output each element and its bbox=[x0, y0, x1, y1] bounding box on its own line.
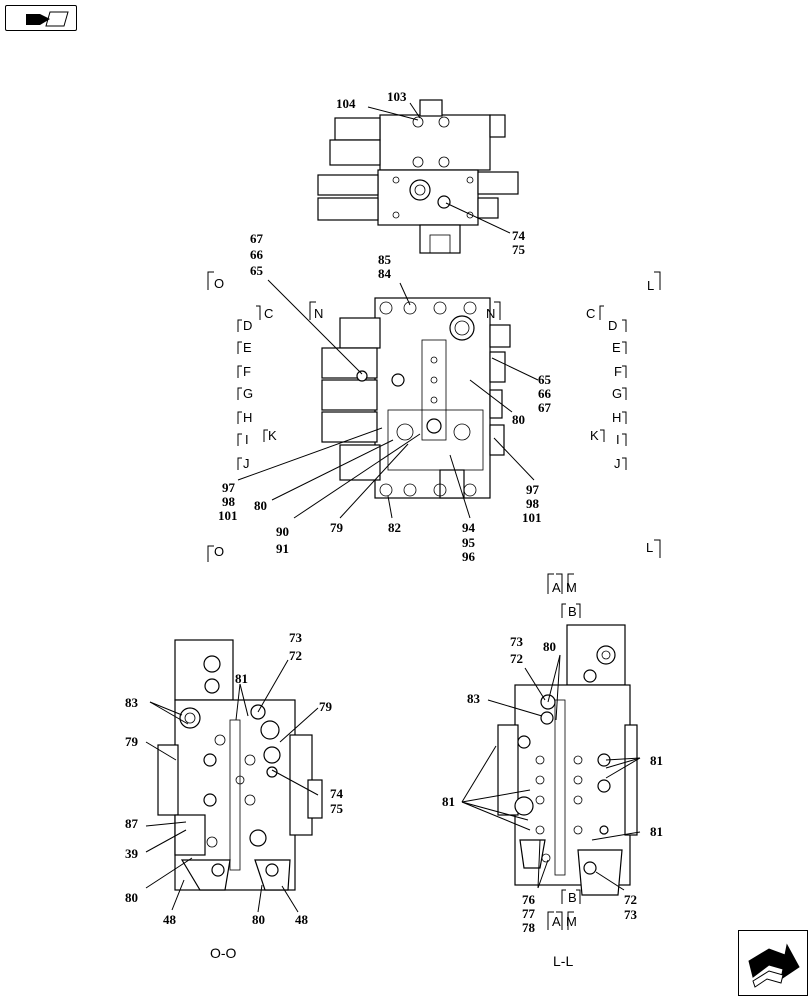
section-mark: F bbox=[243, 364, 251, 379]
part-label: 78 bbox=[522, 920, 536, 935]
section-mark: K bbox=[268, 428, 277, 443]
part-label: 82 bbox=[388, 520, 401, 535]
part-label: 85 bbox=[378, 252, 392, 267]
part-label: 75 bbox=[330, 801, 344, 816]
section-mark: I bbox=[616, 432, 620, 447]
book-arrow-icon bbox=[26, 11, 69, 27]
view-oo bbox=[145, 639, 323, 913]
part-label: 95 bbox=[462, 535, 476, 550]
part-label: 65 bbox=[250, 263, 264, 278]
view-ll bbox=[461, 624, 641, 896]
part-label: 80 bbox=[125, 890, 138, 905]
part-label: 81 bbox=[650, 824, 663, 839]
part-label: 65 bbox=[538, 372, 552, 387]
part-label: 101 bbox=[218, 508, 238, 523]
bent-arrow-icon bbox=[748, 943, 800, 988]
section-mark: K bbox=[590, 428, 599, 443]
top-view bbox=[317, 99, 519, 254]
part-label: 80 bbox=[543, 639, 556, 654]
part-label: 80 bbox=[512, 412, 525, 427]
part-label: 97 bbox=[526, 482, 540, 497]
middle-view bbox=[237, 279, 539, 519]
part-label: 77 bbox=[522, 906, 536, 921]
part-label: 80 bbox=[252, 912, 265, 927]
section-mark: J bbox=[243, 456, 250, 471]
part-label: 79 bbox=[125, 734, 139, 749]
section-marks bbox=[547, 573, 581, 930]
section-mark: M bbox=[566, 580, 577, 595]
section-mark: N bbox=[314, 306, 323, 321]
part-label: 66 bbox=[250, 247, 264, 262]
part-label: 67 bbox=[538, 400, 552, 415]
section-mark: C bbox=[586, 306, 595, 321]
part-label: 67 bbox=[250, 231, 264, 246]
part-label: 81 bbox=[650, 753, 663, 768]
part-label: 79 bbox=[319, 699, 333, 714]
part-label: 84 bbox=[378, 266, 392, 281]
part-label: 90 bbox=[276, 524, 289, 539]
part-label: 76 bbox=[522, 892, 536, 907]
part-label: 72 bbox=[289, 648, 302, 663]
section-mark: L bbox=[647, 278, 654, 293]
part-label: 66 bbox=[538, 386, 552, 401]
part-label: 101 bbox=[522, 510, 542, 525]
part-label: 74 bbox=[512, 228, 526, 243]
section-mark: G bbox=[612, 386, 622, 401]
section-mark: J bbox=[614, 456, 621, 471]
section-mark: H bbox=[612, 410, 621, 425]
part-label: 72 bbox=[624, 892, 637, 907]
part-label: 72 bbox=[510, 651, 523, 666]
section-mark: A bbox=[552, 914, 561, 929]
section-mark: D bbox=[608, 318, 617, 333]
view-title: O-O bbox=[210, 945, 237, 961]
section-mark: I bbox=[245, 432, 249, 447]
part-label: 98 bbox=[526, 496, 540, 511]
part-label: 87 bbox=[125, 816, 139, 831]
part-label: 75 bbox=[512, 242, 526, 257]
section-mark: F bbox=[614, 364, 622, 379]
section-mark: B bbox=[568, 890, 577, 905]
section-mark: D bbox=[243, 318, 252, 333]
part-label: 103 bbox=[387, 89, 407, 104]
part-label: 48 bbox=[163, 912, 177, 927]
part-label: 98 bbox=[222, 494, 236, 509]
part-label: 80 bbox=[254, 498, 267, 513]
part-label: 96 bbox=[462, 549, 476, 564]
part-label: 81 bbox=[442, 794, 455, 809]
part-label: 81 bbox=[235, 671, 248, 686]
part-label: 83 bbox=[467, 691, 481, 706]
section-mark: A bbox=[552, 580, 561, 595]
section-mark: O bbox=[214, 544, 224, 559]
part-label: 73 bbox=[624, 907, 638, 922]
part-label: 73 bbox=[289, 630, 303, 645]
part-label: 48 bbox=[295, 912, 309, 927]
section-mark: E bbox=[612, 340, 621, 355]
section-mark: H bbox=[243, 410, 252, 425]
section-mark: M bbox=[566, 914, 577, 929]
view-title: L-L bbox=[553, 953, 573, 969]
nav-next-button[interactable] bbox=[738, 930, 808, 996]
nav-back-button[interactable] bbox=[5, 5, 77, 31]
section-mark: N bbox=[486, 306, 495, 321]
section-mark: E bbox=[243, 340, 252, 355]
part-label: 83 bbox=[125, 695, 139, 710]
section-mark: L bbox=[646, 540, 653, 555]
section-marks bbox=[207, 271, 661, 562]
part-label: 39 bbox=[125, 846, 139, 861]
section-mark: C bbox=[264, 306, 273, 321]
part-label: 73 bbox=[510, 634, 524, 649]
part-label: 91 bbox=[276, 541, 289, 556]
part-label: 79 bbox=[330, 520, 344, 535]
section-mark: B bbox=[568, 604, 577, 619]
section-mark: G bbox=[243, 386, 253, 401]
part-label: 94 bbox=[462, 520, 476, 535]
part-label: 74 bbox=[330, 786, 344, 801]
part-label: 104 bbox=[336, 96, 356, 111]
part-label: 97 bbox=[222, 480, 236, 495]
section-mark: O bbox=[214, 276, 224, 291]
